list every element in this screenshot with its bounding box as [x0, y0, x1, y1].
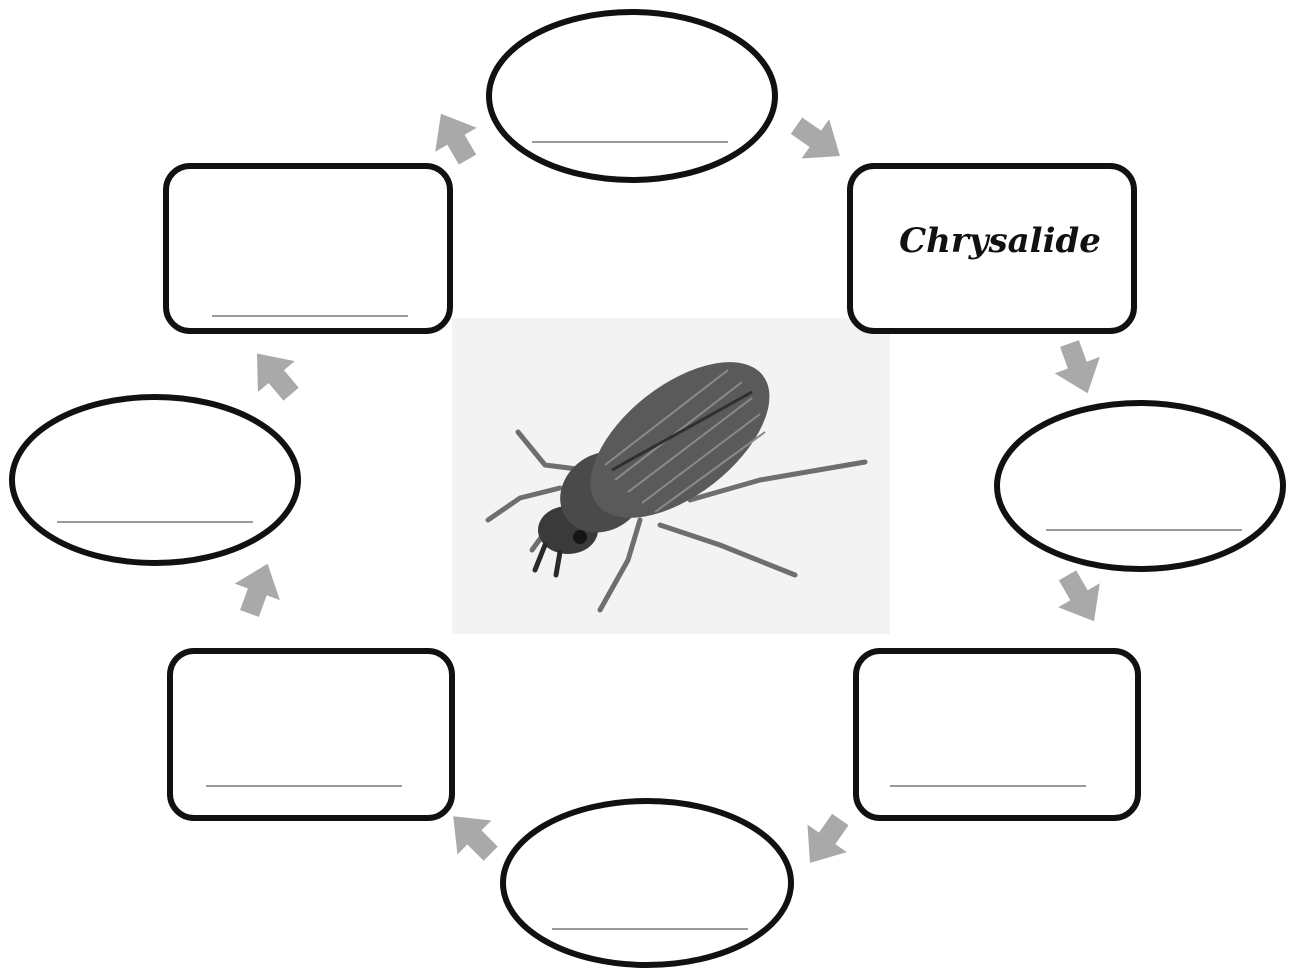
arrow-icon — [1047, 335, 1110, 401]
beetle-photo — [452, 318, 890, 634]
stage-upper-left — [166, 166, 450, 331]
stage-mid-right — [997, 403, 1283, 569]
stage-top — [489, 12, 775, 180]
stage-lower-left — [170, 651, 452, 818]
arrow-icon — [1047, 563, 1115, 633]
arrow-icon — [420, 102, 488, 172]
stage-mid-left — [12, 397, 298, 563]
arrow-icon — [790, 806, 860, 877]
arrow-icon — [783, 106, 854, 176]
stage-upper-right: Chrysalide — [850, 166, 1134, 331]
arrow-icon — [227, 555, 290, 621]
stage-lower-right — [856, 651, 1138, 818]
stage-bottom — [503, 801, 791, 965]
arrow-icon — [239, 338, 310, 409]
stage-upper-right-label: Chrysalide — [899, 221, 1101, 261]
